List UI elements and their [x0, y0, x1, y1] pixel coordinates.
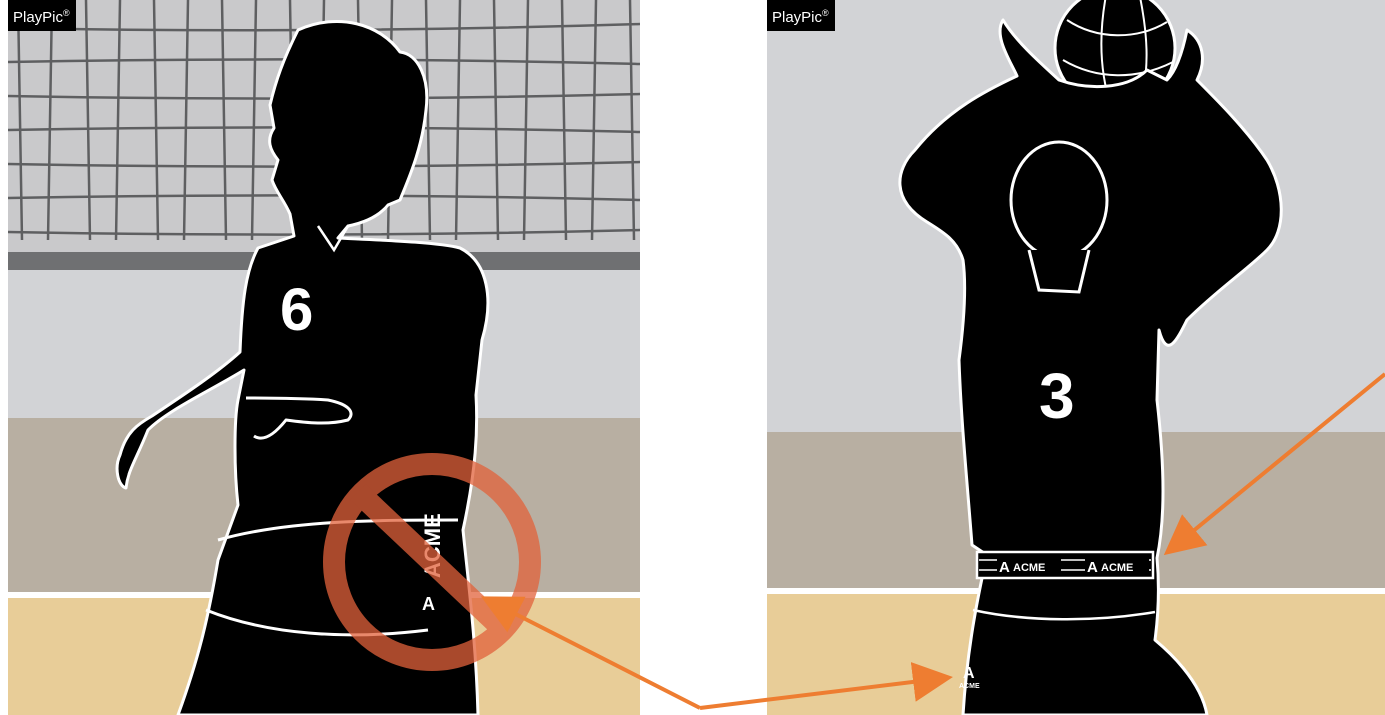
right-illustration-panel: 3 A ACME A ACME A ACME PlayPic® [767, 0, 1385, 715]
left-illustration-panel: 6 ACME A PlayPic® [8, 0, 640, 715]
waistband-logo-letter-1: A [999, 559, 1010, 576]
shorts-small-letter: A [963, 665, 975, 682]
badge-text: PlayPic [13, 9, 63, 26]
playpic-badge: PlayPic® [767, 0, 835, 31]
waistband-logo-text-1: ACME [1013, 562, 1045, 574]
badge-text: PlayPic [772, 9, 822, 26]
shorts-small-text: ACME [959, 683, 980, 690]
playpic-badge: PlayPic® [8, 0, 76, 31]
right-scene: 3 A ACME A ACME A ACME [767, 0, 1385, 715]
waistband-acme-logos: A ACME A ACME [977, 552, 1153, 578]
waistband-logo-letter-2: A [1087, 559, 1098, 576]
shorts-logo-letter: A [422, 594, 435, 614]
waistband-logo-text-2: ACME [1101, 562, 1133, 574]
left-scene: 6 ACME A [8, 0, 640, 715]
registered-mark: ® [822, 8, 829, 18]
registered-mark: ® [63, 8, 70, 18]
jersey-number: 6 [280, 276, 313, 343]
jersey-number: 3 [1039, 360, 1075, 432]
